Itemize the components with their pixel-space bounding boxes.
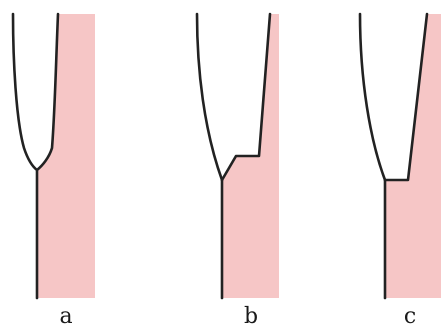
panel-c-shaded-region <box>385 14 441 298</box>
panel-b-curve <box>195 12 224 182</box>
panel-a-shaded-region <box>37 14 95 298</box>
panel-a <box>11 12 95 300</box>
panel-c-step-edge <box>383 12 429 182</box>
panel-a-curve <box>11 12 60 172</box>
panel-c-curve <box>358 12 387 182</box>
panel-label-a: a <box>59 304 73 329</box>
panel-b-step-edge <box>220 12 272 182</box>
panel-c <box>358 12 441 300</box>
panel-label-c: c <box>403 304 417 329</box>
panel-label-b: b <box>243 304 259 329</box>
panel-b <box>195 12 279 300</box>
